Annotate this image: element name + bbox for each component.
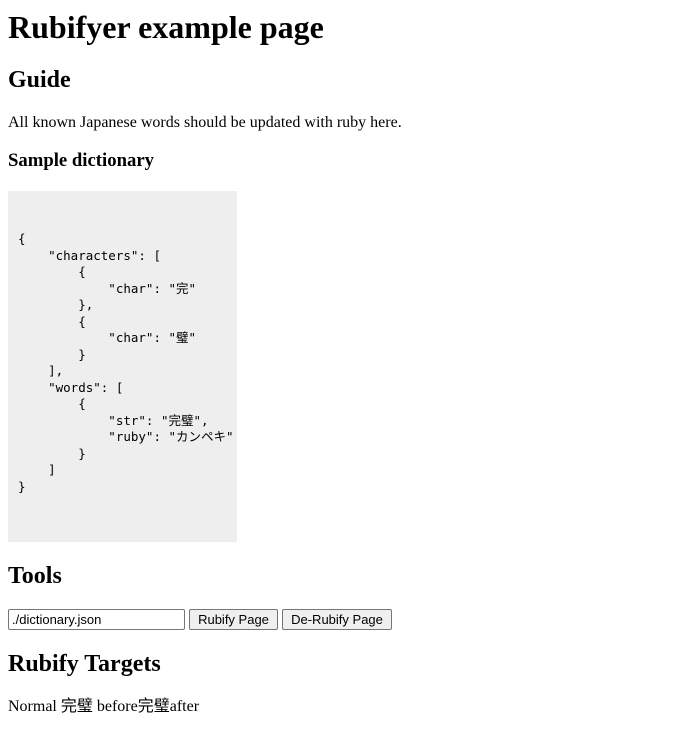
- page-title: Rubifyer example page: [8, 9, 324, 45]
- sample-dictionary-code: { "characters": [ { "char": "完" }, { "ch…: [18, 231, 234, 494]
- rubify-targets-heading: Rubify Targets: [8, 651, 161, 677]
- sample-dictionary-code-block: { "characters": [ { "char": "完" }, { "ch…: [8, 191, 237, 542]
- guide-heading: Guide: [8, 67, 71, 93]
- rubify-page-button[interactable]: Rubify Page: [189, 609, 278, 630]
- guide-text: All known Japanese words should be updat…: [8, 114, 402, 131]
- tools-heading: Tools: [8, 563, 62, 589]
- derubify-page-button[interactable]: De-Rubify Page: [282, 609, 392, 630]
- dictionary-path-input[interactable]: [8, 609, 185, 630]
- sample-dictionary-heading: Sample dictionary: [8, 150, 154, 171]
- rubify-targets-text: Normal 完璧 before完璧after: [8, 698, 200, 715]
